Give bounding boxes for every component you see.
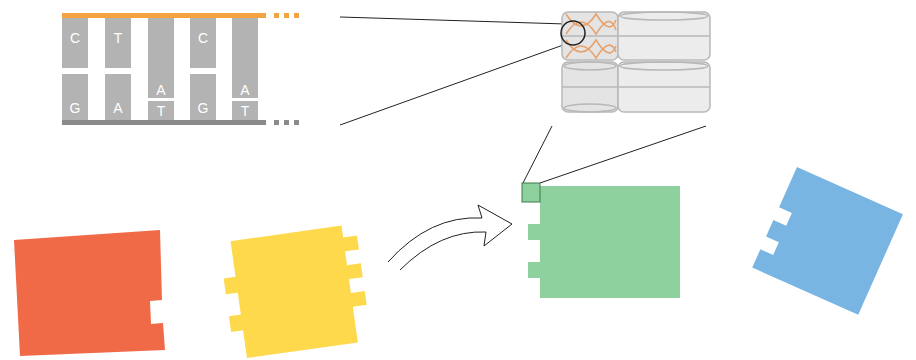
base-letter: G <box>190 100 216 116</box>
base-letter: C <box>62 30 88 46</box>
base-bar: T <box>232 101 258 120</box>
strand-dot <box>274 13 279 18</box>
base-letter: A <box>105 100 131 116</box>
strand-dot <box>284 120 289 125</box>
base-letter: G <box>62 100 88 116</box>
base-letter: C <box>190 30 216 46</box>
base-bar: C <box>62 18 88 68</box>
bottom-strand <box>62 120 266 125</box>
base-letter: T <box>105 30 131 46</box>
zoom-line <box>540 126 706 183</box>
base-bar: C <box>190 18 216 68</box>
base-letter: T <box>232 103 258 119</box>
puzzle-piece <box>752 167 903 315</box>
zoom-circle <box>561 21 585 45</box>
zoom-line <box>340 17 566 24</box>
base-bar: A <box>105 74 131 120</box>
base-letter: A <box>148 82 174 98</box>
zoom-square <box>522 183 540 202</box>
base-letter: T <box>148 103 174 119</box>
base-bar: A <box>232 18 258 98</box>
base-bar: A <box>148 18 174 98</box>
base-bar: T <box>148 101 174 120</box>
base-bar: T <box>105 18 131 68</box>
puzzle-piece <box>219 224 372 360</box>
base-bar: G <box>62 74 88 120</box>
puzzle-piece <box>14 230 165 356</box>
nanostructure <box>562 12 710 112</box>
strand-dot <box>284 13 289 18</box>
zoom-line <box>340 44 566 125</box>
strand-dot <box>294 13 299 18</box>
puzzle-piece <box>528 186 680 298</box>
zoom-line <box>523 126 552 183</box>
curved-arrow <box>388 205 512 270</box>
strand-dot <box>274 120 279 125</box>
base-bar: G <box>190 74 216 120</box>
base-letter: A <box>232 82 258 98</box>
strand-dot <box>294 120 299 125</box>
